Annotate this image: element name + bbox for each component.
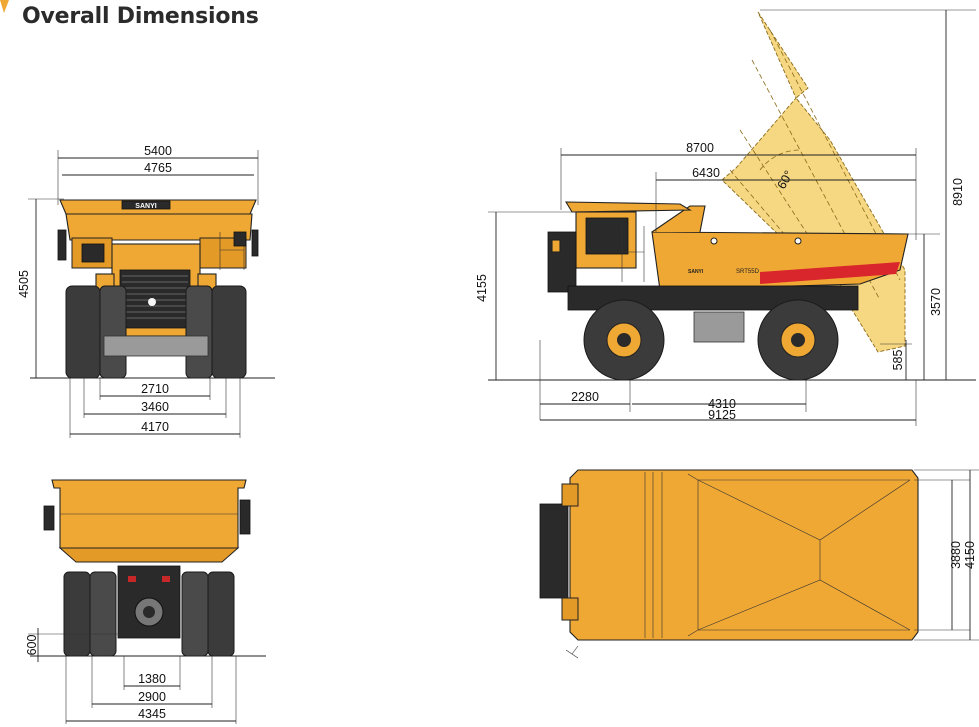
- dim-side-dump-length: 8700: [686, 141, 714, 155]
- dim-side-body-height: 3570: [929, 288, 943, 316]
- page-title: Overall Dimensions: [22, 4, 259, 29]
- side-model-label: SRT55D: [736, 269, 760, 275]
- dim-front-overall-width: 5400: [144, 144, 172, 158]
- side-badge-brand: SANYI: [688, 269, 704, 275]
- dim-front-body-width: 4765: [144, 161, 172, 175]
- front-brand-plate: SANYI: [135, 203, 156, 210]
- dim-side-dump-height: 8910: [951, 178, 965, 206]
- dim-side-dump-offset: 6430: [692, 166, 720, 180]
- dim-rear-overall-width: 4345: [138, 707, 166, 721]
- dim-front-track-outer: 4170: [141, 420, 169, 434]
- rear-view-dimensions: 600 1380 2900 4345: [25, 628, 266, 724]
- top-view-truck: [539, 469, 919, 659]
- dim-side-body-clearance: 585: [891, 350, 905, 371]
- dim-rear-track-mid: 2900: [138, 690, 166, 704]
- dim-top-body-inner-width: 3880: [949, 541, 963, 569]
- dim-side-cab-height: 4155: [475, 274, 489, 302]
- dim-side-overall-length: 9125: [708, 408, 736, 422]
- dim-front-height: 4505: [17, 270, 31, 298]
- side-view-dimensions: 8700 6430 60° 8910 4155 3570 585 2280 43…: [475, 9, 976, 426]
- dim-rear-ground-clearance: 600: [25, 635, 39, 656]
- dim-front-track-inner: 2710: [141, 382, 169, 396]
- dim-rear-track-inner: 1380: [138, 672, 166, 686]
- side-view-truck: SANYI SRT55D: [547, 201, 909, 381]
- dim-top-body-outer-width: 4150: [963, 541, 977, 569]
- dim-side-wheelbase: 4310: [708, 397, 736, 411]
- rear-view-truck: [43, 479, 251, 657]
- top-view-dimensions: 3880 4150: [914, 469, 979, 641]
- dim-side-front-overhang: 2280: [571, 390, 599, 404]
- front-view-dimensions: 5400 4765 4505 2710 3460 4170: [17, 144, 275, 438]
- front-view-truck: SANYI: [57, 199, 259, 379]
- dim-front-track-mid: 3460: [141, 400, 169, 414]
- title-accent-mark: [0, 0, 9, 13]
